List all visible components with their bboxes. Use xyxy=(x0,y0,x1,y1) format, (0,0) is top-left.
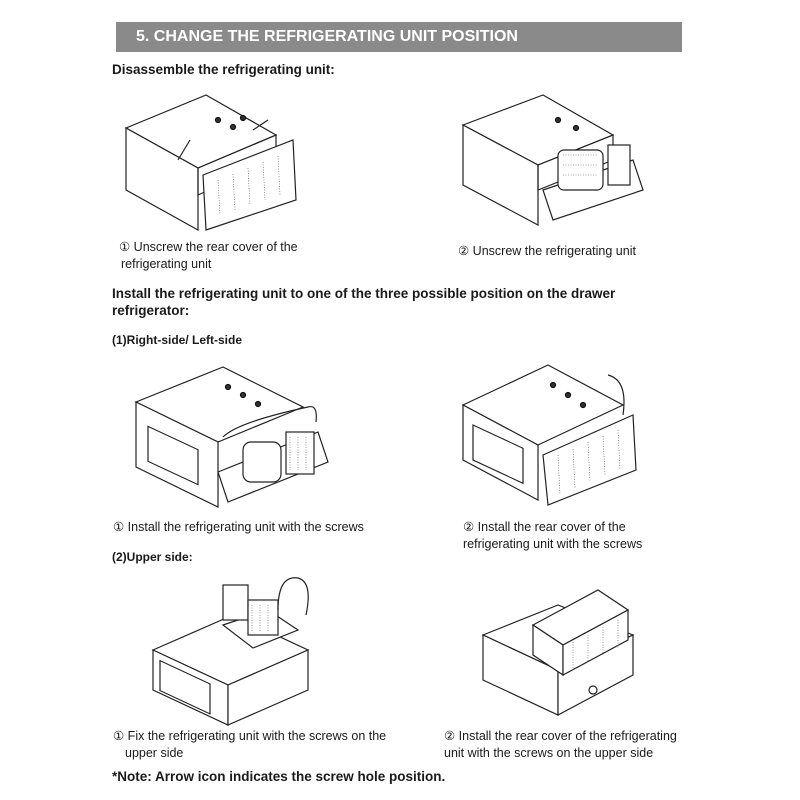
caption-line: ② Install the rear cover of the refriger… xyxy=(444,729,677,743)
caption-line: refrigerating unit with the screws xyxy=(463,537,643,551)
install-heading: Install the refrigerating unit to one of… xyxy=(112,285,615,319)
upper-position-label: (2)Upper side: xyxy=(112,550,193,564)
step-caption: ① Unscrew the rear cover of the refriger… xyxy=(119,239,298,273)
caption-line: ② Install the rear cover of the xyxy=(463,520,626,534)
figure-install-unit-side xyxy=(134,366,329,508)
step-caption: ① Install the refrigerating unit with th… xyxy=(113,520,364,534)
heading-line: Install the refrigerating unit to one of… xyxy=(112,286,616,301)
step-caption: ② Unscrew the refrigerating unit xyxy=(458,244,636,258)
caption-line: refrigerating unit xyxy=(121,257,212,271)
step-caption: ① Fix the refrigerating unit with the sc… xyxy=(113,728,386,762)
step-caption: ② Install the rear cover of the refriger… xyxy=(463,519,642,553)
figure-install-rear-cover-upper xyxy=(481,589,635,716)
figure-unscrew-refrigerating-unit xyxy=(461,94,644,226)
note-text: *Note: Arrow icon indicates the screw ho… xyxy=(112,769,446,784)
figure-install-rear-cover-side xyxy=(461,364,637,506)
caption-line: unit with the screws on the upper side xyxy=(444,746,654,760)
disassemble-heading: Disassemble the refrigerating unit: xyxy=(112,62,335,77)
caption-line: upper side xyxy=(125,746,184,760)
caption-line: ① Fix the refrigerating unit with the sc… xyxy=(113,729,387,743)
figure-fix-unit-upper xyxy=(151,577,310,726)
side-position-label: (1)Right-side/ Left-side xyxy=(112,333,243,347)
figure-unscrew-rear-cover xyxy=(124,94,297,232)
caption-line: ① Unscrew the rear cover of the xyxy=(119,240,298,254)
section-title: 5. CHANGE THE REFRIGERATING UNIT POSITIO… xyxy=(116,22,682,52)
step-caption: ② Install the rear cover of the refriger… xyxy=(444,728,677,762)
heading-line: refrigerator: xyxy=(112,303,190,318)
